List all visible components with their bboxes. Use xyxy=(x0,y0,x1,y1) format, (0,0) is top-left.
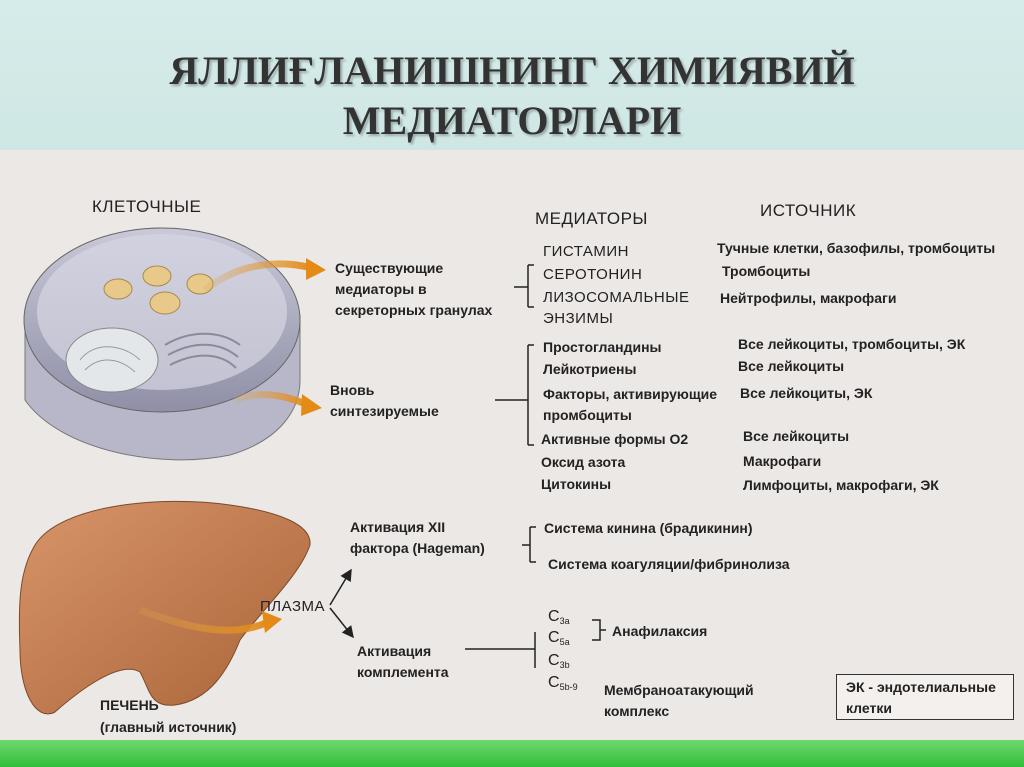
mediator-no: Оксид азота xyxy=(541,454,626,470)
existing-label-1: Существующие xyxy=(335,260,444,276)
complement-c5a: C5a xyxy=(548,629,570,647)
header-mediators: МЕДИАТОРЫ xyxy=(535,209,648,228)
source-cytokines: Лимфоциты, макрофаги, ЭК xyxy=(743,477,939,493)
plasma-arrow-down xyxy=(329,607,354,639)
source-leukotrienes: Все лейкоциты xyxy=(738,358,845,374)
liver-illustration xyxy=(18,500,311,715)
mac-label-2: комплекс xyxy=(604,703,670,719)
header-source: ИСТОЧНИК xyxy=(760,201,857,220)
source-paf: Все лейкоциты, ЭК xyxy=(740,385,873,401)
existing-label-2: медиаторы в xyxy=(335,281,427,297)
plasma-arrow-up xyxy=(329,568,352,606)
complement-c3a: C3a xyxy=(548,608,570,626)
source-no: Макрофаги xyxy=(743,453,822,469)
mediator-lysosomal-2: ЭНЗИМЫ xyxy=(543,310,614,327)
title-bar xyxy=(0,0,1024,150)
kinin-system: Система кинина (брадикинин) xyxy=(544,520,753,536)
legend-line-2: клетки xyxy=(846,700,892,716)
cell-illustration xyxy=(23,227,326,461)
slide-title-line2: МЕДИАТОРЛАРИ xyxy=(342,98,682,143)
liver-label-1: ПЕЧЕНЬ xyxy=(100,697,159,713)
complement-label-2: комплемента xyxy=(357,664,449,680)
hageman-label-2: фактора (Hageman) xyxy=(350,540,485,556)
bottom-strip xyxy=(0,740,1024,767)
complement-c5b9: C5b-9 xyxy=(548,674,578,692)
mediator-paf-2: промбоциты xyxy=(543,407,632,423)
source-serotonin: Тромбоциты xyxy=(722,263,811,279)
mediator-ros: Активные формы О2 xyxy=(541,431,689,447)
brackets xyxy=(465,264,606,668)
new-label-2: синтезируемые xyxy=(330,403,439,419)
legend-line-1: ЭК - эндотелиальные xyxy=(846,679,996,695)
complement-label-1: Активация xyxy=(357,643,432,659)
existing-label-3: секреторных гранулах xyxy=(335,302,493,318)
coagulation-system: Система коагуляции/фибринолиза xyxy=(548,556,790,572)
mediator-cytokines: Цитокины xyxy=(541,476,612,492)
source-histamine: Тучные клетки, базофилы, тромбоциты xyxy=(717,240,996,256)
liver-label-2: (главный источник) xyxy=(100,719,237,735)
mediator-serotonin: СЕРОТОНИН xyxy=(543,266,643,283)
slide-title-line1: ЯЛЛИҒЛАНИШНИНГ ХИМИЯВИЙ xyxy=(169,48,855,93)
mac-label-1: Мембраноатакующий xyxy=(604,682,754,698)
new-label-1: Вновь xyxy=(330,382,375,398)
source-ros: Все лейкоциты xyxy=(743,428,850,444)
hageman-label-1: Активация XII xyxy=(350,519,446,535)
legend-box xyxy=(836,674,1014,720)
mediator-leukotrienes: Лейкотриены xyxy=(543,361,637,377)
plasma-label: ПЛАЗМА xyxy=(260,598,326,615)
mediator-prostaglandins: Простогландины xyxy=(543,339,662,355)
mediator-paf-1: Факторы, активирующие xyxy=(543,386,718,402)
anaphylaxis-label: Анафилаксия xyxy=(612,623,708,639)
source-lysosomal: Нейтрофилы, макрофаги xyxy=(720,290,897,306)
complement-c3b: C3b xyxy=(548,652,570,670)
header-cellular: КЛЕТОЧНЫЕ xyxy=(92,197,202,216)
mediator-histamine: ГИСТАМИН xyxy=(543,243,630,260)
source-prostaglandins: Все лейкоциты, тромбоциты, ЭК xyxy=(738,336,966,352)
mediator-lysosomal-1: ЛИЗОСОМАЛЬНЫЕ xyxy=(543,289,690,306)
